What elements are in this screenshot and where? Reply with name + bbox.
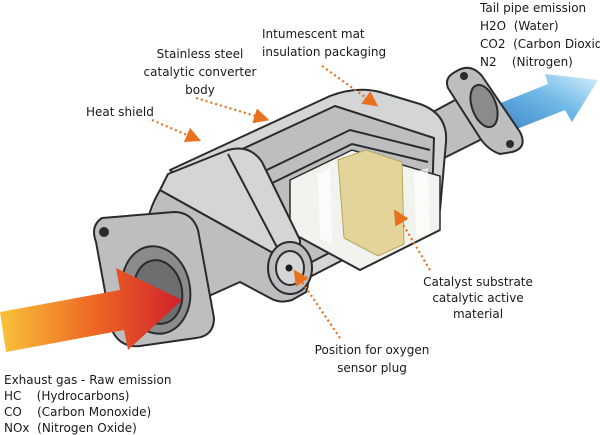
- label-intumescent: Intumescent mat insulation packaging: [262, 27, 386, 59]
- label-oxygen-sensor: Position for oxygen sensor plug: [315, 343, 430, 375]
- label-exhaust: Exhaust gas - Raw emission HC (Hydrocarb…: [4, 373, 171, 435]
- exhaust-line: HC (Hydrocarbons): [4, 389, 129, 403]
- exhaust-title: Exhaust gas - Raw emission: [4, 373, 171, 387]
- leader-stainless: [195, 96, 270, 124]
- tail-pipe-line: N2 (Nitrogen): [480, 55, 573, 69]
- intumescent-line: insulation packaging: [262, 45, 386, 59]
- oxygen-line: Position for oxygen: [315, 343, 430, 357]
- tail-pipe-title: Tail pipe emission: [479, 1, 586, 15]
- oxygen-line: sensor plug: [337, 361, 407, 375]
- leader-heat-shield: [151, 118, 202, 143]
- oxygen-sensor-boss: [267, 241, 313, 295]
- catalyst-line: Catalyst substrate: [423, 275, 533, 289]
- catalyst-line: material: [453, 307, 503, 321]
- leader-catalyst: [394, 209, 431, 271]
- tail-pipe-line: H2O (Water): [480, 19, 559, 33]
- exhaust-line: CO (Carbon Monoxide): [4, 405, 151, 419]
- stainless-line: body: [185, 83, 215, 97]
- label-tail-pipe: Tail pipe emission H2O (Water) CO2 (Carb…: [479, 1, 600, 69]
- label-catalyst: Catalyst substrate catalytic active mate…: [423, 275, 533, 321]
- exhaust-line: NOx (Nitrogen Oxide): [4, 421, 137, 435]
- label-heat-shield: Heat shield: [86, 105, 154, 119]
- catalyst-substrate: [289, 149, 441, 272]
- intumescent-line: Intumescent mat: [262, 27, 365, 41]
- label-stainless: Stainless steel catalytic converter body: [144, 47, 257, 97]
- leader-intumescent: [321, 65, 379, 107]
- stainless-line: Stainless steel: [157, 47, 244, 61]
- stainless-line: catalytic converter: [144, 65, 257, 79]
- leader-lines: [151, 65, 431, 339]
- tail-pipe-line: CO2 (Carbon Dioxide): [480, 37, 600, 51]
- inlet-flow-arrow: [0, 268, 182, 352]
- catalyst-line: catalytic active: [432, 291, 523, 305]
- substrate-band: [337, 149, 405, 257]
